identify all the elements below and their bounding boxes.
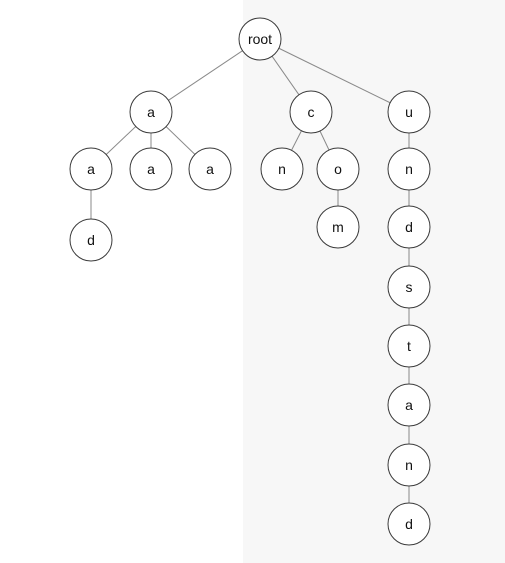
background-panel: [243, 0, 505, 563]
node-circle: [387, 90, 431, 134]
node-circle: [69, 218, 113, 262]
node-label: d: [405, 516, 413, 532]
tree-edge-n0-n3: [278, 47, 391, 104]
edge-group: [90, 47, 410, 503]
tree-edge-n0-n1: [168, 50, 243, 101]
node-label: a: [147, 161, 155, 177]
node-circle: [387, 383, 431, 427]
tree-node-n4: a: [69, 147, 113, 191]
tree-node-n10: m: [316, 205, 360, 249]
node-label: t: [407, 338, 411, 354]
node-label: root: [248, 31, 272, 47]
tree-node-n16: n: [387, 443, 431, 487]
node-label: a: [206, 161, 214, 177]
tree-node-n11: n: [387, 147, 431, 191]
tree-node-n3: u: [387, 90, 431, 134]
node-label: d: [405, 219, 413, 235]
node-label: c: [308, 104, 315, 120]
tree-node-n5: a: [129, 147, 173, 191]
tree-edge-n1-n4: [105, 126, 137, 155]
node-circle: [387, 265, 431, 309]
node-label: n: [278, 161, 286, 177]
tree-edge-n2-n8: [291, 130, 302, 151]
node-label: a: [405, 397, 413, 413]
node-label: n: [405, 457, 413, 473]
tree-node-n7: d: [69, 218, 113, 262]
tree-edge-n0-n2: [271, 55, 300, 96]
node-circle: [316, 205, 360, 249]
tree-node-n13: s: [387, 265, 431, 309]
node-circle: [316, 147, 360, 191]
node-label: n: [405, 161, 413, 177]
node-circle: [69, 147, 113, 191]
tree-node-n6: a: [188, 147, 232, 191]
tree-node-n0: root: [238, 17, 282, 61]
node-circle: [387, 147, 431, 191]
node-circle: [387, 205, 431, 249]
tree-node-n12: d: [387, 205, 431, 249]
tree-node-n8: n: [260, 147, 304, 191]
node-circle: [260, 147, 304, 191]
node-circle: [387, 502, 431, 546]
node-label: a: [87, 161, 95, 177]
tree-node-n2: c: [289, 90, 333, 134]
tree-node-n17: d: [387, 502, 431, 546]
node-circle: [387, 443, 431, 487]
node-label: m: [332, 219, 344, 235]
tree-node-n1: a: [129, 90, 173, 134]
tree-edge-n1-n6: [165, 126, 196, 155]
tree-node-n9: o: [316, 147, 360, 191]
node-circle: [129, 147, 173, 191]
node-label: s: [406, 279, 413, 295]
node-group: root a c u a a a d n o m n d s t a n d: [69, 17, 431, 546]
node-circle: [188, 147, 232, 191]
node-circle: [238, 17, 282, 61]
node-label: u: [405, 104, 413, 120]
node-circle: [289, 90, 333, 134]
tree-edge-n2-n9: [319, 130, 330, 151]
node-label: d: [87, 232, 95, 248]
tree-node-n15: a: [387, 383, 431, 427]
node-circle: [129, 90, 173, 134]
node-label: a: [147, 104, 155, 120]
tree-node-n14: t: [387, 324, 431, 368]
node-circle: [387, 324, 431, 368]
node-label: o: [334, 161, 342, 177]
